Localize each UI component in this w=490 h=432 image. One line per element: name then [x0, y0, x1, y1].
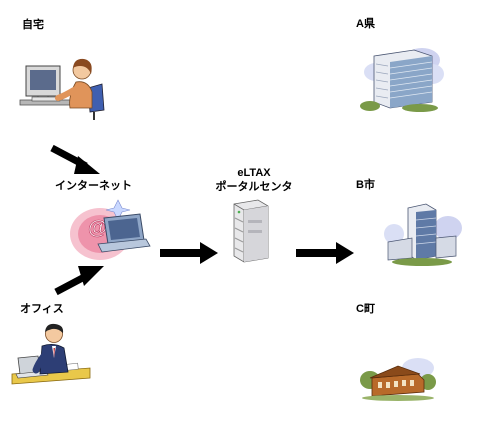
arrow-home-to-internet	[50, 144, 100, 174]
arrow-office-to-internet	[54, 266, 104, 296]
home-user-illustration	[19, 58, 105, 120]
portal-label-line1: eLTAX	[237, 167, 271, 179]
home-label: 自宅	[22, 19, 44, 31]
pref-a-building-illustration	[360, 48, 444, 112]
arrow-portal-to-municipalities	[296, 242, 354, 264]
portal-label-line2: ポータルセンタ	[215, 181, 293, 193]
city-b-label: B市	[356, 179, 375, 191]
internet-illustration: @	[70, 199, 151, 260]
city-b-building-illustration	[384, 203, 462, 266]
at-sign-icon: @	[88, 217, 108, 239]
portal-label: eLTAX ポータルセンタ	[212, 166, 296, 194]
office-label: オフィス	[20, 303, 64, 315]
town-c-label: C町	[356, 303, 375, 315]
arrow-internet-to-portal	[160, 242, 218, 264]
pref-a-label: A県	[356, 18, 375, 30]
portal-server-illustration	[233, 199, 269, 263]
internet-label: インターネット	[55, 180, 132, 192]
town-c-building-illustration	[360, 358, 436, 401]
office-user-illustration	[11, 323, 91, 385]
